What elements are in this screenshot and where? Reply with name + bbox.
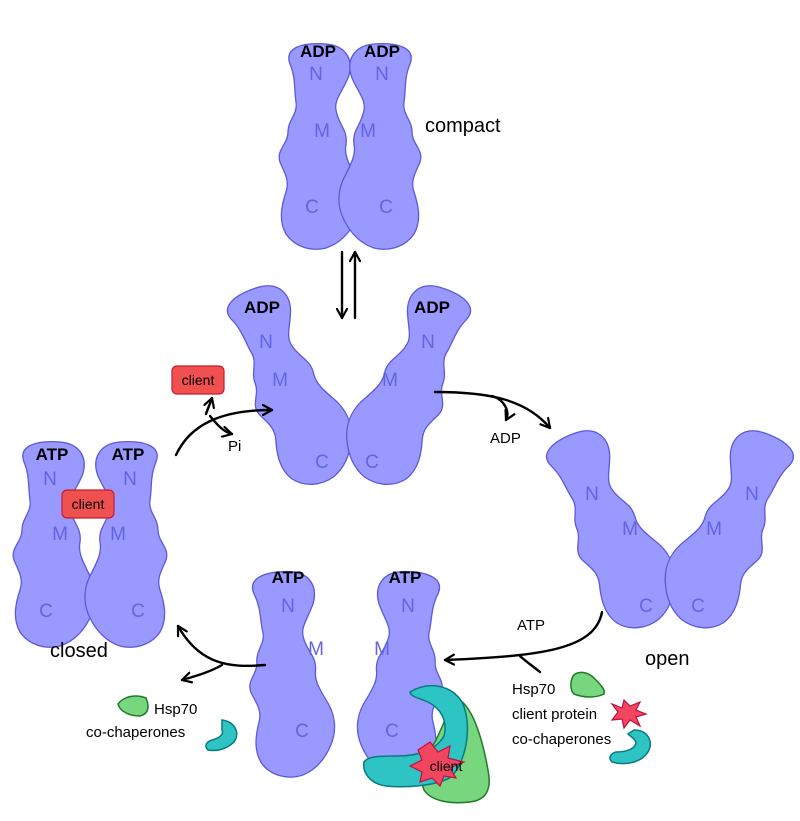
loaded-left-m-domain: M — [308, 639, 324, 660]
open-dimer: N N M M C C — [532, 417, 800, 641]
closed-left-n-domain: N — [43, 469, 57, 490]
released-client-label: client — [182, 372, 215, 388]
loaded-left-nucleotide: ATP — [272, 568, 305, 587]
compact-dimer: ADP ADP N N M M C C — [278, 42, 422, 250]
loaded-complex: ATP ATP N N M M C C client — [241, 568, 490, 804]
closed-right-m-domain: M — [110, 524, 126, 545]
bound-client-label: client — [430, 758, 463, 774]
released-co-chaperone — [205, 719, 238, 752]
incoming-co-chaperones-label: co-chaperones — [512, 731, 611, 748]
closed-client-label: client — [72, 496, 105, 512]
released-client-box — [171, 365, 225, 395]
released-co-chaperones-label: co-chaperones — [86, 724, 185, 741]
open-left-n-domain: N — [585, 484, 599, 505]
release-arrow — [176, 624, 267, 680]
released-hsp70 — [117, 695, 149, 717]
open-right-m-domain: M — [706, 519, 722, 540]
closed-right-c-domain: C — [131, 601, 145, 622]
open-left-m-domain: M — [622, 519, 638, 540]
bound-client-star — [408, 741, 466, 788]
closed-state-label: closed — [50, 640, 108, 662]
incoming-co-chaperone — [609, 729, 652, 765]
adp-v-left-nucleotide: ADP — [244, 298, 280, 317]
open-left-c-domain: C — [639, 596, 653, 617]
adp-v-left-n-domain: N — [259, 332, 273, 353]
closed-left-m-domain: M — [52, 524, 68, 545]
loaded-right-n-domain: N — [401, 596, 415, 617]
adp-v-right-n-domain: N — [421, 332, 435, 353]
atp-loading-arrow — [443, 610, 604, 674]
compact-right-c-domain: C — [379, 197, 393, 218]
hydrolysis-arrow — [174, 396, 274, 457]
adp-v-left-m-domain: M — [272, 370, 288, 391]
closed-left-nucleotide: ATP — [36, 445, 69, 464]
compact-left-nucleotide: ADP — [300, 42, 336, 61]
compact-right-nucleotide: ADP — [364, 42, 400, 61]
released-hsp70-label: Hsp70 — [154, 701, 197, 718]
adp-v-right-m-domain: M — [382, 370, 398, 391]
compact-left-m-domain: M — [314, 121, 330, 142]
loaded-right-m-domain: M — [374, 639, 390, 660]
incoming-hsp70-label: Hsp70 — [512, 681, 555, 698]
compact-left-c-domain: C — [305, 197, 319, 218]
loaded-left-n-domain: N — [281, 596, 295, 617]
loaded-right-c-domain: C — [385, 721, 399, 742]
closed-right-nucleotide: ATP — [112, 445, 145, 464]
closed-dimer: ATP ATP N N M M C C client — [12, 440, 168, 648]
atp-binding-label: ATP — [517, 617, 545, 634]
compact-right-n-domain: N — [375, 64, 389, 85]
adp-v-right-c-domain: C — [365, 452, 379, 473]
closed-left-c-domain: C — [39, 601, 53, 622]
closed-client-box — [61, 489, 115, 519]
loaded-right-nucleotide: ATP — [389, 568, 422, 587]
adp-v-left-c-domain: C — [315, 452, 329, 473]
compact-right-m-domain: M — [360, 121, 376, 142]
adp-release-arrow — [433, 390, 552, 430]
incoming-hsp70 — [570, 671, 606, 698]
open-right-c-domain: C — [691, 596, 705, 617]
open-right-n-domain: N — [745, 484, 759, 505]
incoming-client-star — [610, 698, 648, 730]
closed-right-n-domain: N — [123, 469, 137, 490]
adp-release-label: ADP — [490, 430, 521, 447]
adp-bound-dimer: ADP ADP N N M M C C — [213, 273, 485, 496]
incoming-client-protein-label: client protein — [512, 706, 597, 723]
adp-v-right-nucleotide: ADP — [414, 298, 450, 317]
compact-state-label: compact — [425, 115, 501, 137]
compact-left-n-domain: N — [309, 64, 323, 85]
open-state-label: open — [645, 648, 690, 670]
loaded-left-c-domain: C — [295, 721, 309, 742]
pi-label: Pi — [228, 438, 241, 455]
incoming-components: Hsp70 client protein co-chaperones — [512, 671, 652, 765]
equilibrium-arrows — [342, 250, 355, 320]
